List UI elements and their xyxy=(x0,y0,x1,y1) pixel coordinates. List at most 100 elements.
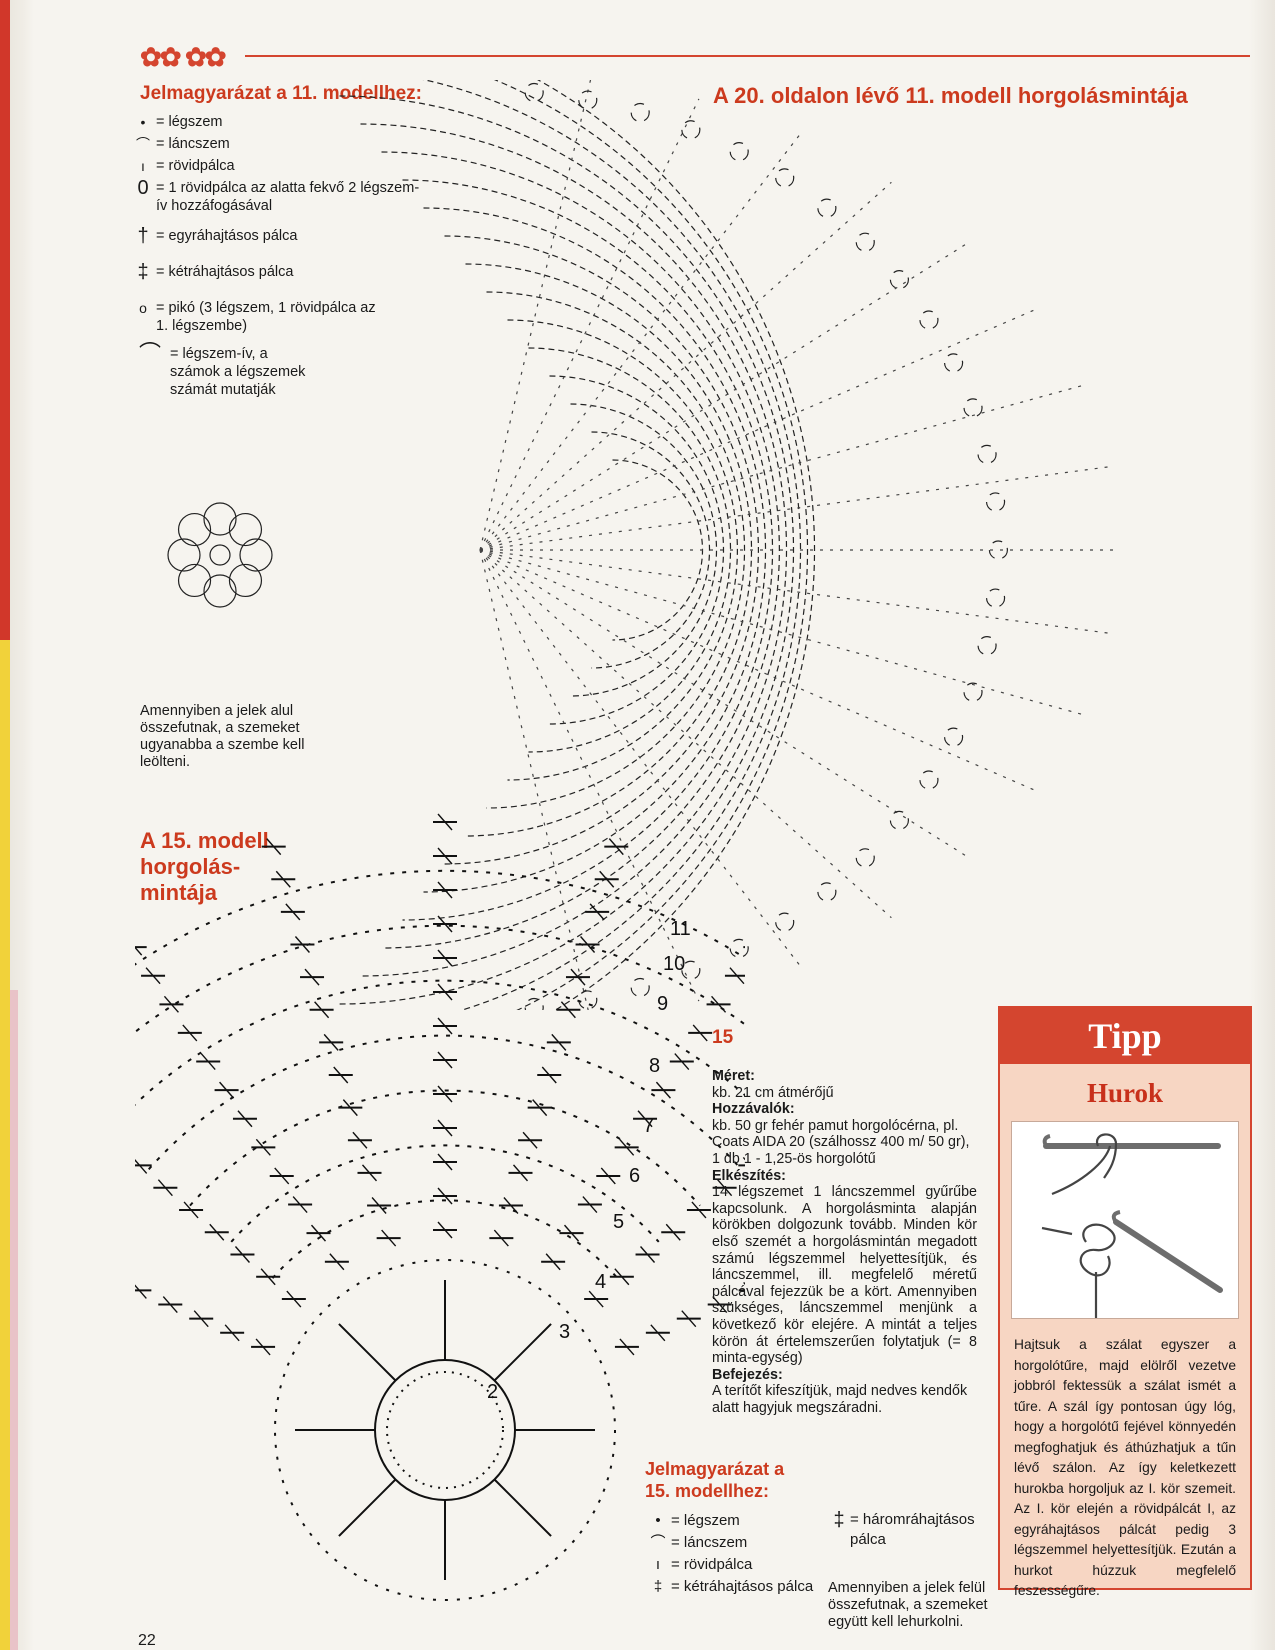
treble-slash xyxy=(266,838,282,856)
treble-slash xyxy=(285,903,301,921)
legend-item-label: = légszem xyxy=(156,114,223,130)
picot-scallop xyxy=(524,997,544,1010)
treble-slash xyxy=(135,946,143,956)
main-title: A 20. oldalon lévő 11. modell horgolásmi… xyxy=(713,83,1188,108)
stitch-symbol-icon: ‡ xyxy=(833,1509,845,1531)
stitch-symbol-icon: ⌒ xyxy=(138,341,161,366)
treble-slash xyxy=(563,1224,580,1242)
legend-11-note: Amennyiben a jelek alul összefutnak, a s… xyxy=(140,703,305,770)
stitch-row-arc xyxy=(536,80,816,1010)
model-15-number: 15 xyxy=(712,1027,734,1048)
petal-arc xyxy=(228,563,263,598)
treble-slash xyxy=(541,1066,557,1084)
round-number: 4 xyxy=(595,1271,606,1293)
treble-slash xyxy=(588,1290,604,1308)
legend-item: 0= 1 rövidpálca az alatta fekvő 2 légsze… xyxy=(130,178,430,215)
treble-slash xyxy=(342,1099,358,1117)
round-arc xyxy=(230,1144,660,1243)
section-label: Befejezés: xyxy=(712,1366,783,1383)
picot-scallop xyxy=(977,444,997,464)
treble-slash xyxy=(381,1229,397,1247)
picot-scallop xyxy=(775,168,795,188)
center-ring-dots xyxy=(386,1371,504,1489)
petal-arc xyxy=(228,512,263,547)
treble-slash xyxy=(437,949,453,967)
picot-scallop xyxy=(681,120,701,140)
treble-slash xyxy=(437,881,453,899)
stitch-spoke xyxy=(479,549,971,860)
stitch-row-arc xyxy=(612,459,704,641)
treble-slash xyxy=(545,1253,561,1271)
treble-slash xyxy=(619,1338,635,1356)
picot-scallop xyxy=(578,90,598,110)
stitch-symbol-icon: ‡ xyxy=(653,1578,663,1595)
picot-scallop xyxy=(578,990,598,1010)
treble-slash xyxy=(437,983,453,1001)
round-number: 10 xyxy=(663,953,685,975)
treble-slash xyxy=(255,1338,271,1356)
treble-slash xyxy=(655,1081,671,1099)
legend-item-label: = láncszem xyxy=(671,1534,748,1551)
picot-scallop xyxy=(524,82,544,103)
stitch-symbol-icon: o xyxy=(139,300,147,316)
legend-15-note: Amennyiben a jelek felül összefutnak, a … xyxy=(828,1580,988,1630)
legend-item: o= pikó (3 légszem, 1 rövidpálca az 1. l… xyxy=(130,299,430,335)
treble-slash xyxy=(314,1001,330,1019)
stitch-row-arc xyxy=(444,235,760,865)
page-number: 22 xyxy=(138,1632,156,1649)
treble-slash xyxy=(493,1229,509,1247)
treble-slash xyxy=(437,1187,453,1205)
treble-slash xyxy=(157,1179,173,1197)
treble-slash xyxy=(193,1310,209,1328)
picot-scallop xyxy=(855,232,875,252)
petal-arc xyxy=(203,502,237,536)
petal-spoke xyxy=(338,1478,397,1537)
treble-slash xyxy=(640,1246,656,1263)
stitch-row-arc xyxy=(493,80,809,1010)
legend-item-label: = kétráhajtásos pálca xyxy=(156,264,294,280)
legend-item: †= egyráhajtásos pálca xyxy=(130,226,430,246)
picot-scallop xyxy=(889,270,909,290)
model-15-title: A 15. modell horgolás- mintája xyxy=(140,828,269,906)
treble-slash xyxy=(717,1179,733,1197)
legend-15-title: Jelmagyarázat a 15. modellhez: xyxy=(645,1458,784,1502)
ring-icon xyxy=(209,544,231,566)
model-15-title-line: horgolás- xyxy=(140,854,241,879)
stitch-row-arc xyxy=(486,291,746,809)
treble-slash xyxy=(234,1246,250,1263)
treble-slash xyxy=(371,1197,387,1214)
round-number: 11 xyxy=(670,918,691,940)
treble-slash xyxy=(522,1131,538,1149)
section-text: 14 légszemet 1 láncszemmel gyűrűbe kapcs… xyxy=(712,1184,977,1367)
treble-slash xyxy=(608,838,624,856)
legend-item: ı= rövidpálca xyxy=(645,1554,813,1576)
treble-slash xyxy=(551,1033,567,1051)
stitch-spoke xyxy=(479,385,1082,551)
stitch-symbol-icon: ⌒ xyxy=(650,1534,666,1551)
treble-slash xyxy=(237,1110,253,1128)
round-number: 9 xyxy=(657,993,668,1015)
treble-slash xyxy=(712,1296,728,1314)
treble-slash xyxy=(294,936,310,953)
legend-item-label: = háromráhajtásos pálca xyxy=(850,1511,975,1548)
stitch-row-arc xyxy=(422,80,802,1010)
legend-item-label: = láncszem xyxy=(156,136,230,152)
picot-scallop xyxy=(681,960,701,980)
treble-slash xyxy=(665,1223,681,1241)
petal-arc xyxy=(167,538,201,572)
legend-item-label: = 1 rövidpálca az alatta fekvő 2 légszem… xyxy=(156,180,420,214)
section-text: A terítőt kifeszítjük, majd nedves kendő… xyxy=(712,1383,968,1416)
stitch-spoke xyxy=(479,181,892,551)
stitch-row-arc xyxy=(423,207,767,893)
stitch-spoke xyxy=(479,549,892,919)
stitch-spoke xyxy=(479,80,592,551)
round-numbers: 11 10 9 8 7 6 5 4 3 2 xyxy=(487,918,691,1403)
legend-item-label: = egyráhajtásos pálca xyxy=(156,228,298,244)
stitch-symbol-icon: ı xyxy=(655,1556,661,1573)
treble-slash xyxy=(437,1221,453,1239)
petal-arc xyxy=(203,574,237,608)
treble-slash xyxy=(437,847,453,865)
section-label: Hozzávalók: xyxy=(712,1101,795,1118)
legend-item-label: = rövidpálca xyxy=(156,158,235,174)
treble-slash xyxy=(361,1164,378,1182)
